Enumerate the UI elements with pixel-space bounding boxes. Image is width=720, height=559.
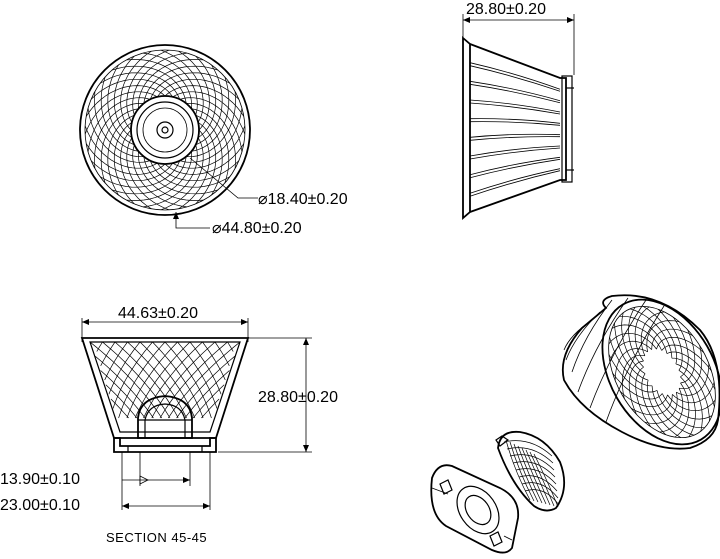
iso-lens-mesh <box>503 439 560 508</box>
inner-ring-circle-3 <box>142 107 188 153</box>
base-outer-label: 23.00±0.10 <box>0 497 80 514</box>
base-inner-label: 13.90±0.10 <box>0 471 80 488</box>
section-view: 44.63±0.20 28.80±0.20 13.90±0.10 23.00±0… <box>0 305 338 545</box>
iso-rim-ellipse <box>601 298 720 446</box>
side-base-tab <box>561 75 573 183</box>
iso-lens-piece <box>497 430 566 512</box>
iso-facet-mesh <box>608 306 716 438</box>
section-caption: SECTION 45-45 <box>106 530 207 545</box>
iso-cone-body <box>561 294 720 450</box>
top-width-label: 28.80±0.20 <box>466 1 546 18</box>
facet-mesh <box>84 49 246 211</box>
section-lens-cup <box>137 395 193 439</box>
outer-diameter-leader <box>173 212 210 229</box>
section-cone-outline <box>80 337 250 439</box>
isometric-view <box>430 294 720 554</box>
section-base-flange <box>113 437 217 453</box>
side-ribs <box>469 62 561 197</box>
section-facet-mesh <box>89 341 241 419</box>
iso-ribs <box>563 297 665 423</box>
outer-rim-inner-circle <box>84 49 246 211</box>
side-body-outline <box>462 36 567 220</box>
inner-ring-circle-2 <box>136 101 194 159</box>
front-view: ⌀18.40±0.20 ⌀44.80±0.20 <box>79 44 348 237</box>
iso-holder-base <box>430 464 520 554</box>
center-hub-circle <box>156 121 174 139</box>
center-dot <box>161 126 169 134</box>
outer-diameter-label: ⌀44.80±0.20 <box>212 220 302 237</box>
inner-diameter-leader <box>189 157 258 199</box>
section-width-label: 44.63±0.20 <box>118 305 198 322</box>
outer-rim-circle <box>79 44 251 216</box>
inner-ring-circle <box>130 95 200 165</box>
side-view: 28.80±0.20 <box>462 1 575 220</box>
section-height-label: 28.80±0.20 <box>258 389 338 406</box>
inner-diameter-label: ⌀18.40±0.20 <box>258 191 348 208</box>
